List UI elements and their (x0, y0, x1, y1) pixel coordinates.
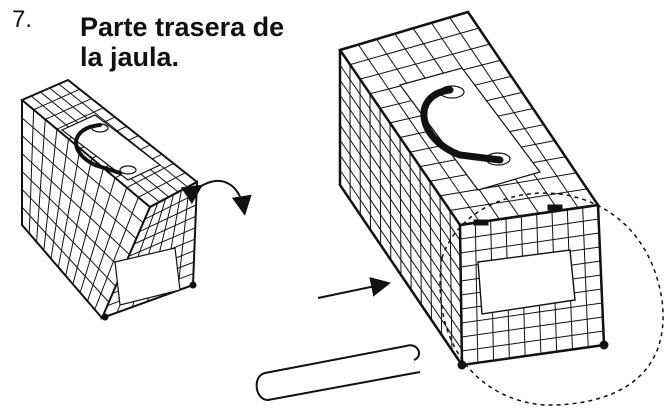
wire-mesh-line (21, 153, 130, 255)
wire-mesh-line (339, 109, 462, 288)
wire-mesh-line (369, 93, 371, 231)
wire-mesh-line (460, 232, 600, 254)
small-cage (20, 78, 199, 321)
wire-mesh-line (21, 188, 117, 287)
wire-mesh-line (389, 122, 392, 261)
wire-mesh-line (409, 152, 412, 291)
wire-mesh-line (28, 109, 35, 234)
wire-mesh-line (21, 117, 144, 224)
wire-mesh-line (56, 107, 104, 130)
wire-mesh-line (399, 137, 402, 276)
wire-mesh-line (33, 88, 80, 111)
wire-mesh-line (21, 206, 110, 303)
step-title-line-1: Parte trasera de (80, 12, 285, 42)
step-title-line-2: la jaula. (80, 42, 180, 72)
large-cage (337, 10, 609, 370)
wire-mesh-line (359, 43, 490, 80)
wire-mesh-line (461, 330, 604, 352)
curved-double-arrow-icon (180, 180, 252, 216)
wire-mesh-line (449, 188, 588, 211)
wire-mesh-line (72, 167, 104, 285)
wire-mesh-line (339, 154, 462, 335)
wire-mesh-line (21, 171, 123, 271)
wire-mesh-line (57, 148, 81, 268)
wire-mesh-line (133, 215, 196, 245)
wire-mesh-line (449, 210, 453, 351)
wire-mesh-line (45, 98, 92, 120)
dashed-detail-circle (439, 192, 664, 406)
wire-mesh-line (36, 119, 46, 242)
wire-mesh-line (128, 227, 196, 257)
wire-rod (255, 344, 421, 402)
wire-mesh-line (43, 129, 58, 251)
wire-mesh-line (460, 218, 599, 240)
wire-mesh-line (58, 83, 188, 188)
wire-mesh-line (339, 64, 461, 241)
wire-mesh-line (429, 181, 432, 321)
wire-mesh-line (138, 172, 186, 198)
wire-mesh-line (339, 79, 461, 257)
wire-mesh-line (65, 158, 93, 276)
wire-mesh-line (419, 166, 422, 306)
wire-mesh-line (461, 316, 603, 338)
wire-mesh-line (126, 163, 174, 188)
wire-mesh-line (94, 197, 139, 310)
step-number: 7. (12, 6, 33, 33)
wire-mesh-line (339, 94, 462, 272)
wire-mesh-line (50, 138, 70, 259)
wire-mesh-line (21, 135, 137, 240)
wire-mesh-line (439, 172, 577, 197)
wire-mesh-line (461, 302, 603, 324)
wire-mesh-line (79, 177, 116, 293)
wire-mesh-line (339, 169, 463, 350)
wire-mesh-line (379, 108, 382, 246)
wire-mesh-line (86, 187, 128, 302)
wire-mesh-line (349, 27, 479, 66)
wire-mesh-line (339, 139, 462, 319)
right-arrow-icon (317, 277, 391, 299)
step-title: Parte trasera de la jaula. (80, 12, 284, 72)
